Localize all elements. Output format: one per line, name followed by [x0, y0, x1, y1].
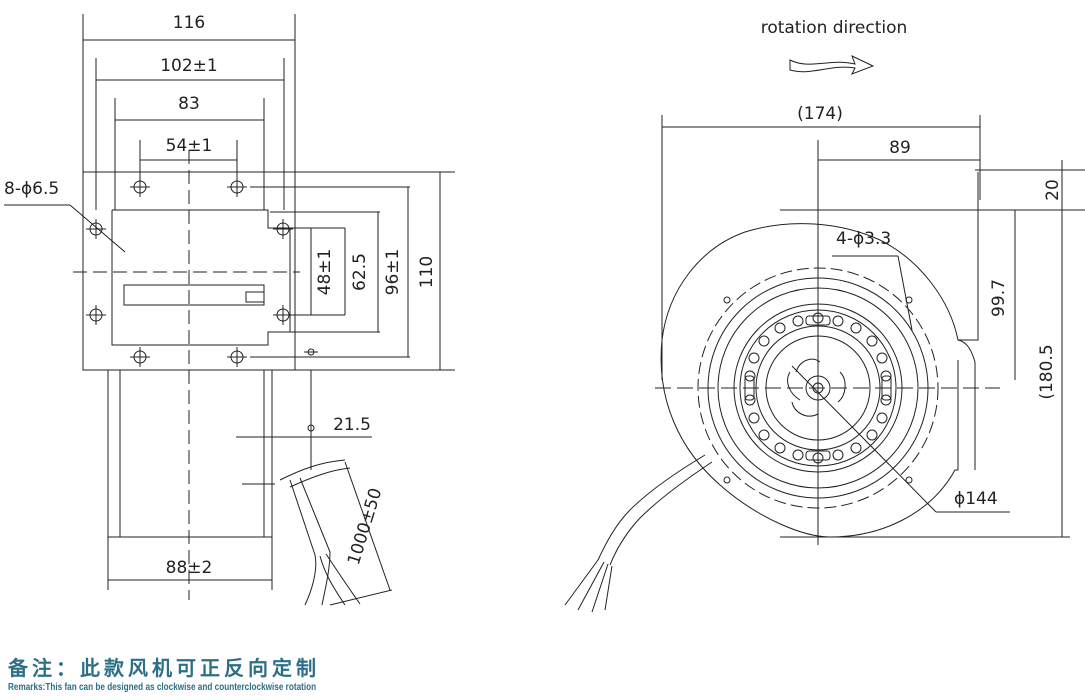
- mounting-hole: [86, 305, 106, 325]
- rotation-direction-label: rotation direction: [761, 18, 908, 38]
- dim-holes-8: 8-ϕ6.5: [4, 179, 59, 199]
- side-view: [4, 14, 455, 606]
- dim-height-110: 110: [417, 256, 437, 288]
- rotation-arrow-icon: [789, 55, 875, 75]
- dim-width-88: 88±2: [166, 558, 213, 578]
- mounting-hole: [227, 177, 247, 197]
- dim-width-89: 89: [889, 138, 911, 158]
- dim-height-62: 62.5: [350, 253, 370, 291]
- mounting-hole: [130, 347, 150, 367]
- dim-height-48: 48±1: [315, 249, 335, 296]
- mounting-hole: [227, 347, 247, 367]
- dim-width-116: 116: [173, 13, 205, 33]
- dim-height-96: 96±1: [383, 249, 403, 296]
- mounting-hole: [273, 219, 293, 239]
- dim-width-174: (174): [797, 104, 843, 124]
- rotor-holes: [744, 312, 892, 464]
- dim-diameter-144: ϕ144: [954, 489, 998, 509]
- dim-cable-length: 1000±50: [344, 486, 386, 568]
- mounting-hole: [86, 219, 106, 239]
- dim-height-99: 99.7: [989, 279, 1009, 317]
- dim-width-102: 102±1: [160, 56, 218, 76]
- remark-english: Remarks:This fan can be designed as cloc…: [8, 681, 317, 693]
- dim-height-20: 20: [1043, 179, 1063, 201]
- mounting-hole: [273, 305, 293, 325]
- mounting-hole: [130, 177, 150, 197]
- remark-chinese: 备注：此款风机可正反向定制: [8, 656, 320, 680]
- front-view: [564, 55, 1085, 613]
- dim-holes-4: 4-ϕ3.3: [836, 229, 891, 249]
- dim-width-54: 54±1: [166, 136, 213, 156]
- center-mark: [304, 348, 318, 356]
- dim-offset-21: 21.5: [333, 415, 371, 435]
- dim-width-83: 83: [178, 94, 200, 114]
- dim-height-180: (180.5: [1037, 344, 1057, 399]
